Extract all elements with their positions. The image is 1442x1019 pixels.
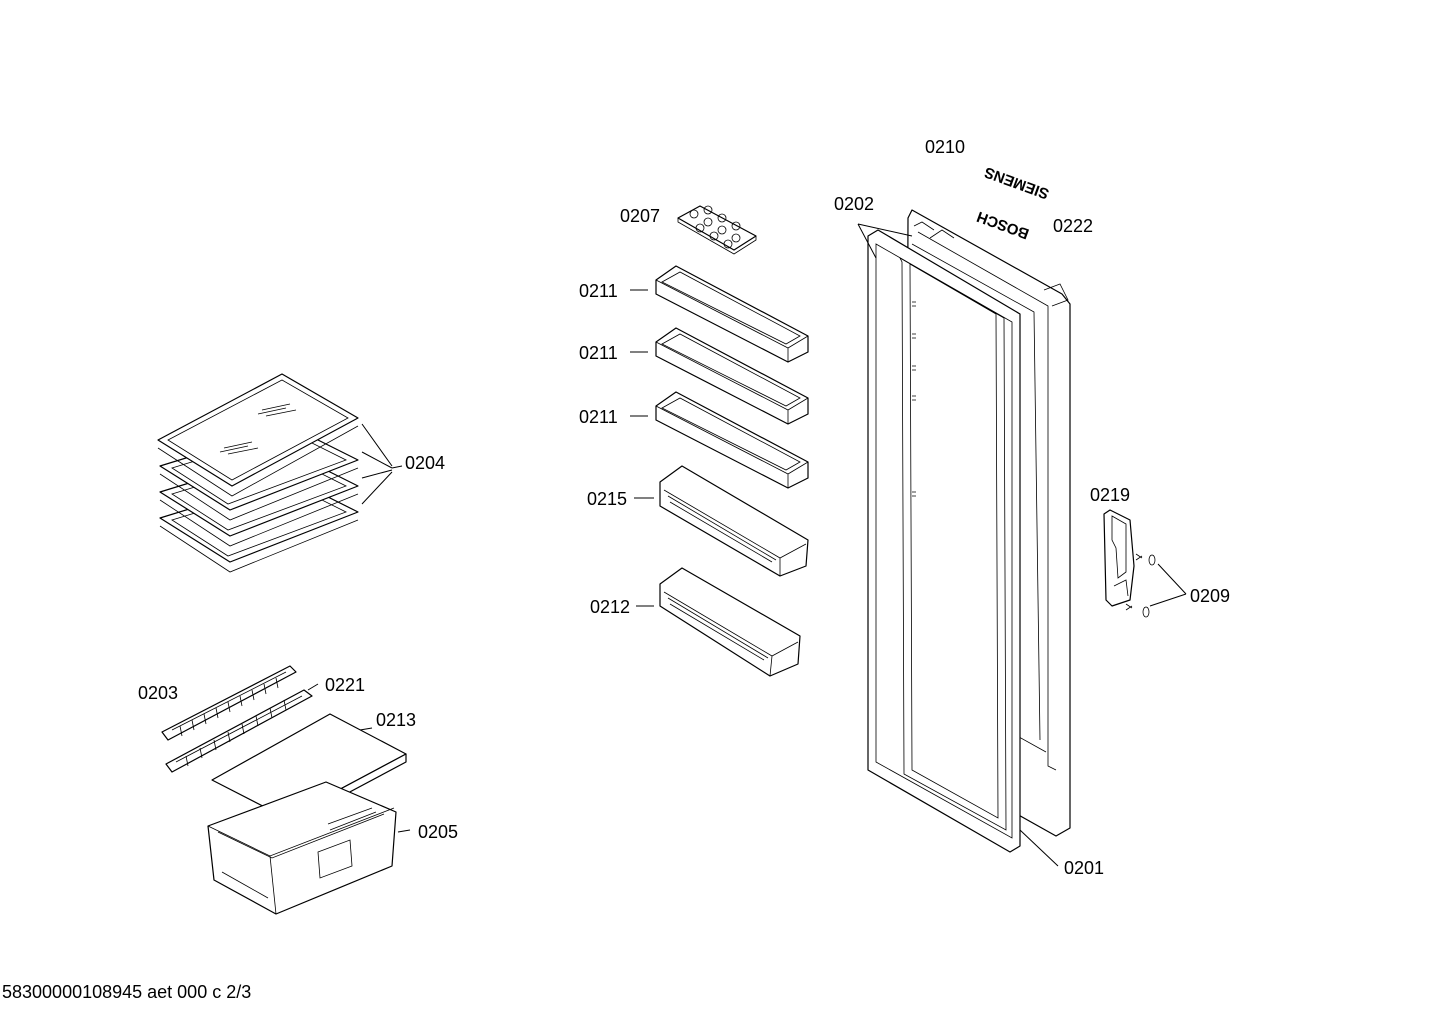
label-0210: 0210 xyxy=(925,137,965,157)
glass-shelf xyxy=(157,373,359,497)
label-0201: 0201 xyxy=(1064,858,1104,878)
label-0205: 0205 xyxy=(418,822,458,842)
label-0222: 0222 xyxy=(1053,216,1093,236)
vent-strips-group xyxy=(161,665,319,773)
door-gasket xyxy=(867,229,1021,853)
label-0211: 0211 xyxy=(579,343,618,363)
glass-shelves-group xyxy=(157,373,403,573)
door-shelf xyxy=(630,391,809,489)
door-shelf xyxy=(630,327,809,425)
label-0211: 0211 xyxy=(579,281,618,301)
label-0215: 0215 xyxy=(587,489,627,509)
brand-siemens-badge: SIEMENS xyxy=(982,163,1051,202)
door-gasket-clips xyxy=(912,301,916,497)
label-0211: 0211 xyxy=(579,407,618,427)
vent-strip xyxy=(165,689,313,773)
label-0204: 0204 xyxy=(405,453,445,473)
brand-bosch-badge: BOSCH xyxy=(975,208,1032,243)
crisper-drawer xyxy=(207,781,411,915)
bottle-shelf xyxy=(634,465,809,577)
label-0202: 0202 xyxy=(834,194,874,214)
egg-tray xyxy=(677,205,757,255)
screw xyxy=(1135,553,1156,566)
label-0219: 0219 xyxy=(1090,485,1130,505)
label-0212: 0212 xyxy=(590,597,630,617)
label-0209: 0209 xyxy=(1190,586,1230,606)
label-0207: 0207 xyxy=(620,206,660,226)
screw xyxy=(1125,603,1150,618)
label-0221: 0221 xyxy=(325,675,365,695)
bottle-shelf xyxy=(636,567,801,677)
label-0213: 0213 xyxy=(376,710,416,730)
document-footer: 58300000108945 aet 000 c 2/3 xyxy=(2,982,251,1002)
label-0203: 0203 xyxy=(138,683,178,703)
door-shelf xyxy=(630,265,809,363)
vent-strip xyxy=(161,665,297,741)
door-hinge xyxy=(1103,509,1135,607)
